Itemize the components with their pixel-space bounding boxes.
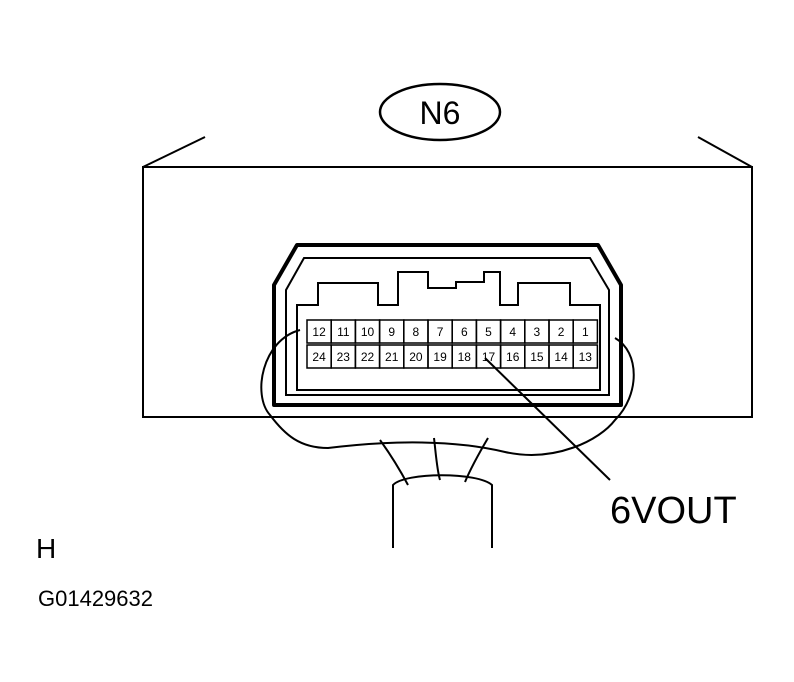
pin-number: 19	[433, 350, 447, 364]
pin-number: 20	[409, 350, 423, 364]
connector-key-profile	[296, 271, 601, 391]
pin-number: 13	[579, 350, 593, 364]
pin-number: 3	[534, 325, 541, 339]
pin-number: 17	[482, 350, 496, 364]
pin-number: 24	[312, 350, 326, 364]
connector-housing-inner	[285, 257, 610, 396]
pin-number: 2	[558, 325, 565, 339]
pin-number: 18	[458, 350, 472, 364]
pin-number: 5	[485, 325, 492, 339]
callout-label: 6VOUT	[610, 490, 737, 532]
callout-leader	[484, 357, 611, 481]
side-letter: H	[36, 533, 57, 564]
pin-number: 1	[582, 325, 589, 339]
perspective-line-right	[697, 136, 753, 168]
harness-loop	[260, 329, 635, 456]
pin-number: 14	[554, 350, 568, 364]
wire-2	[433, 437, 441, 481]
connector-housing-outer	[272, 243, 623, 407]
pin-number: 23	[337, 350, 351, 364]
pin-number: 12	[312, 325, 326, 339]
pin-number: 16	[506, 350, 520, 364]
pin-number: 6	[461, 325, 468, 339]
figure-id: G01429632	[38, 586, 153, 611]
pin-cell	[572, 344, 599, 369]
component-body	[142, 166, 753, 418]
wire-1	[379, 439, 409, 486]
connector-label: N6	[420, 95, 461, 131]
pin-cell	[572, 319, 599, 344]
perspective-line-left	[142, 136, 206, 168]
pin-number: 9	[388, 325, 395, 339]
pin-number: 4	[509, 325, 516, 339]
pin-number: 7	[437, 325, 444, 339]
harness-tube	[392, 474, 493, 548]
wire-3	[464, 437, 489, 483]
pin-number: 10	[361, 325, 375, 339]
pin-number: 11	[337, 325, 350, 339]
pin-number: 15	[530, 350, 544, 364]
pin-number: 22	[361, 350, 375, 364]
connector-label-ellipse	[378, 82, 502, 142]
pin-number: 21	[385, 350, 399, 364]
pin-number: 8	[413, 325, 420, 339]
